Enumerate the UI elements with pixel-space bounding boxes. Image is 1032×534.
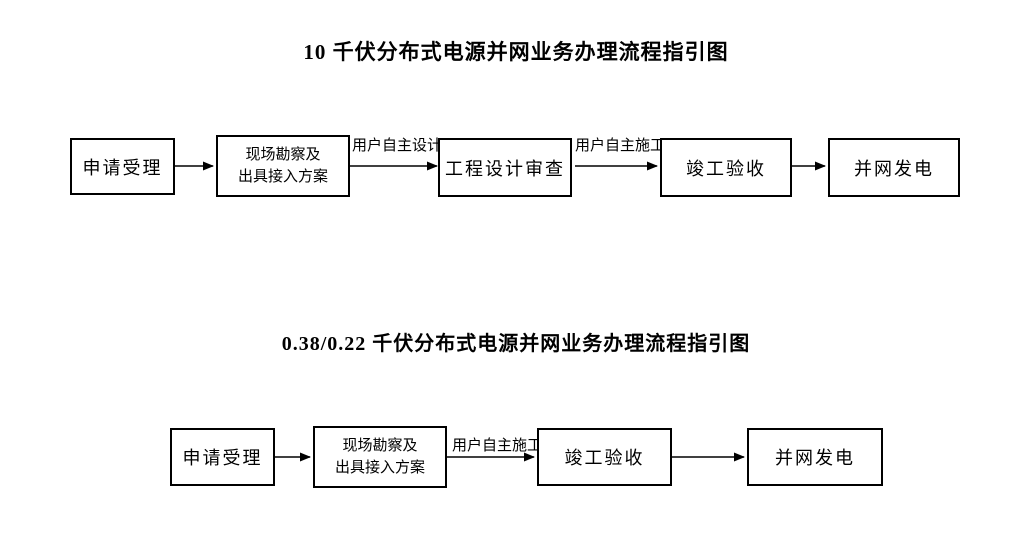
box-label: 并网发电: [775, 448, 855, 468]
arrow-label-user-construction-10kv: 用户自主施工: [575, 137, 666, 154]
box-label: 申请受理: [182, 448, 263, 468]
arrow-label-user-design: 用户自主设计: [352, 137, 443, 154]
box-10kv-application-acceptance: 申请受理: [70, 138, 175, 195]
box-label: 工程设计审查: [445, 158, 565, 179]
box-label-line2: 出具接入方案: [334, 459, 425, 476]
box-label: 竣工验收: [564, 448, 645, 468]
box-10kv-design-review: 工程设计审查: [438, 138, 572, 197]
box-lv-grid-connection: 并网发电: [747, 428, 883, 486]
flowchart-10kv-title: 10 千伏分布式电源并网业务办理流程指引图: [303, 40, 729, 64]
box-lv-site-survey: 现场勘察及 出具接入方案: [313, 426, 447, 488]
box-10kv-site-survey: 现场勘察及 出具接入方案: [216, 135, 350, 197]
box-label: 并网发电: [854, 158, 934, 179]
box-lv-application-acceptance: 申请受理: [170, 428, 275, 486]
box-label: 竣工验收: [686, 158, 766, 179]
box-10kv-completion-acceptance: 竣工验收: [660, 138, 792, 197]
box-10kv-grid-connection: 并网发电: [828, 138, 960, 197]
box-label-line2: 出具接入方案: [237, 168, 328, 185]
box-label-line1: 现场勘察及: [245, 146, 321, 164]
flowchart-lv-title: 0.38/0.22 千伏分布式电源并网业务办理流程指引图: [281, 333, 751, 355]
box-label: 申请受理: [82, 157, 163, 178]
arrow-label-user-construction-lv: 用户自主施工: [452, 437, 543, 454]
box-lv-completion-acceptance: 竣工验收: [537, 428, 672, 486]
box-label-line1: 现场勘察及: [342, 437, 418, 455]
